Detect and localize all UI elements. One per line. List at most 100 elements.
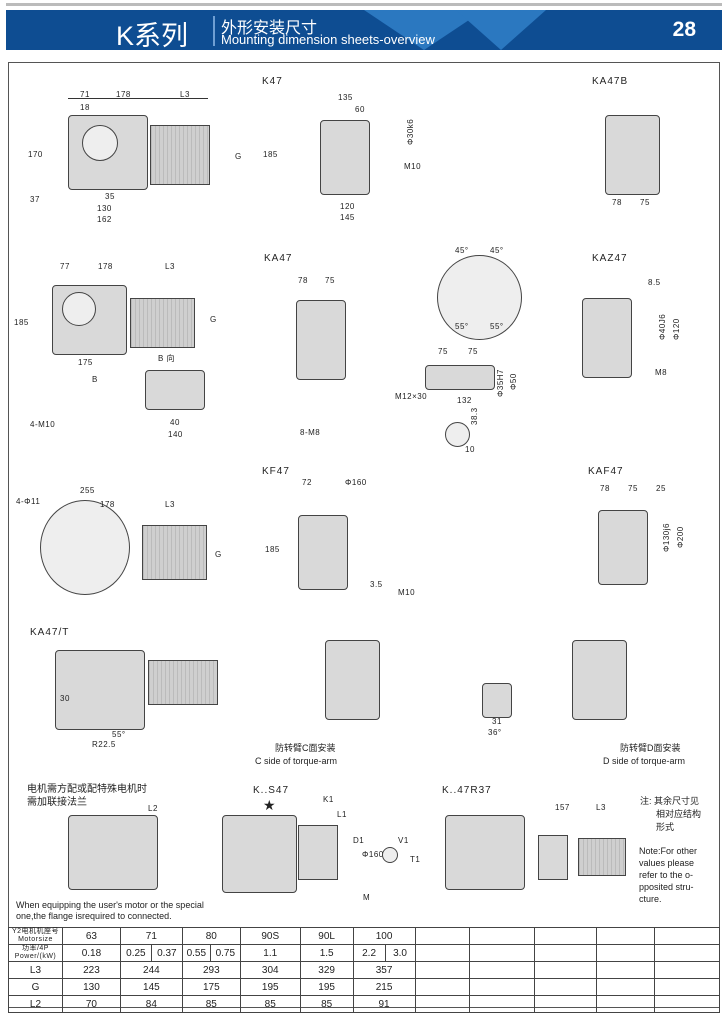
flange-note-en2: one,the flange isrequired to connected. <box>16 911 172 921</box>
dim-label: 120 <box>340 202 355 211</box>
dim-label: 75 <box>640 198 650 207</box>
star-icon: ★ <box>263 797 276 813</box>
header-decoration <box>456 10 546 50</box>
dim-label: 8.5 <box>648 278 661 287</box>
view-k47r37: K..47R37 <box>442 785 492 796</box>
dim-label: 10 <box>465 445 475 454</box>
drawing-k47 <box>320 120 370 195</box>
cell: 244 <box>119 961 183 979</box>
drawing-kf47 <box>298 515 348 590</box>
dim-label: 185 <box>14 318 29 327</box>
dim-label: 30 <box>60 694 70 703</box>
drawing-ka47t <box>55 650 145 730</box>
dim-label: 132 <box>457 396 472 405</box>
drawing-shaft-section <box>445 422 470 447</box>
dim-label: V1 <box>398 836 409 845</box>
view-ka47t: KA47/T <box>30 627 70 638</box>
cell: 70 <box>61 995 121 1013</box>
torque-d-en: D side of torque-arm <box>603 756 686 766</box>
drawing-torque-d <box>572 640 627 720</box>
dim-label: 78 <box>600 484 610 493</box>
dim-label: 78 <box>298 276 308 285</box>
dim-label: 178 <box>98 262 113 271</box>
dim-label: Φ160 <box>362 850 384 859</box>
page-header: K系列 外形安装尺寸 Mounting dimension sheets-ove… <box>6 10 722 50</box>
dim-label: 37 <box>30 195 40 204</box>
dim-label: 75 <box>628 484 638 493</box>
cell: 63 <box>61 927 121 945</box>
dim-label: 170 <box>28 150 43 159</box>
cell: 195 <box>299 978 354 996</box>
note-line: pposited stru- <box>639 882 694 892</box>
dim-label: Φ120 <box>672 318 681 340</box>
dim-label: L3 <box>165 262 175 271</box>
cell: 175 <box>181 978 241 996</box>
dim-label: 135 <box>338 93 353 102</box>
series-title: K系列 <box>116 21 189 50</box>
view-kf47: KF47 <box>262 466 290 477</box>
dim-label: G <box>210 315 217 324</box>
cell: 71 <box>119 927 183 945</box>
dim-label: M12×30 <box>395 392 428 401</box>
cell: 85 <box>239 995 301 1013</box>
dim-label: 4-M10 <box>30 420 56 429</box>
drawing-flange-circle <box>437 255 522 340</box>
dim-label: 72 <box>302 478 312 487</box>
dim-label: 25 <box>656 484 666 493</box>
view-kaf47: KAF47 <box>588 466 624 477</box>
dim-label: T1 <box>410 855 421 864</box>
dim-label: 185 <box>263 150 278 159</box>
dim-label: M8 <box>655 368 668 377</box>
cell: 0.25 <box>119 944 152 962</box>
cell: 195 <box>239 978 301 996</box>
dim-label: Φ130j6 <box>662 523 671 552</box>
flange-note-cn1: 电机需方配或配特殊电机时 <box>27 784 147 795</box>
note-line: Note:For other <box>639 846 698 856</box>
cell: 90L <box>299 927 354 945</box>
drawing-k47r37 <box>445 815 525 890</box>
drawing-torque-c <box>325 640 380 720</box>
dim-label: 130 <box>97 204 112 213</box>
cell: 84 <box>119 995 183 1013</box>
view-ks47: K..S47 <box>253 785 290 796</box>
drawing-hollow-shaft <box>425 365 495 390</box>
title-cn: 外形安装尺寸 <box>221 20 318 37</box>
table-row: L3 223 244 293 304 329 357 <box>8 961 720 979</box>
drawing-ka47b <box>605 115 660 195</box>
drawing-ks47 <box>222 815 297 893</box>
dim-label: G <box>235 152 242 161</box>
dim-label: 45° <box>490 246 504 255</box>
dim-label: D1 <box>353 836 365 845</box>
dim-label: 4-Φ11 <box>16 497 41 506</box>
cell: 3.0 <box>384 944 416 962</box>
dim-label: 38.3 <box>470 407 479 425</box>
cell: 357 <box>352 961 416 979</box>
page-number: 28 <box>672 18 696 41</box>
dim-label: Φ50 <box>509 373 518 390</box>
view-ka47: KA47 <box>264 253 293 264</box>
view-b: B 向 <box>158 354 176 363</box>
note-line: values please <box>639 858 695 868</box>
cell: 1.1 <box>239 944 301 962</box>
dim-label: 60 <box>355 105 365 114</box>
cell: 0.18 <box>61 944 121 962</box>
dim-label: 18 <box>80 103 90 112</box>
dim-label: 75 <box>438 347 448 356</box>
cell: 0.37 <box>150 944 183 962</box>
dim-label: 175 <box>78 358 93 367</box>
flange-note-cn2: 需加联接法兰 <box>27 797 87 808</box>
cell: 80 <box>181 927 241 945</box>
drawing-reducer <box>538 835 568 880</box>
drawing-kaz47 <box>582 298 632 378</box>
cell: 90S <box>239 927 301 945</box>
cell: 85 <box>299 995 354 1013</box>
top-rule <box>6 3 722 6</box>
cell: 304 <box>239 961 301 979</box>
dim-label: 8-M8 <box>300 428 321 437</box>
title-en: Mounting dimension sheets-overview <box>221 32 435 47</box>
dim-label: 75 <box>468 347 478 356</box>
dim-label: R22.5 <box>92 740 116 749</box>
divider <box>213 16 215 46</box>
row-header: L2 <box>8 995 63 1013</box>
